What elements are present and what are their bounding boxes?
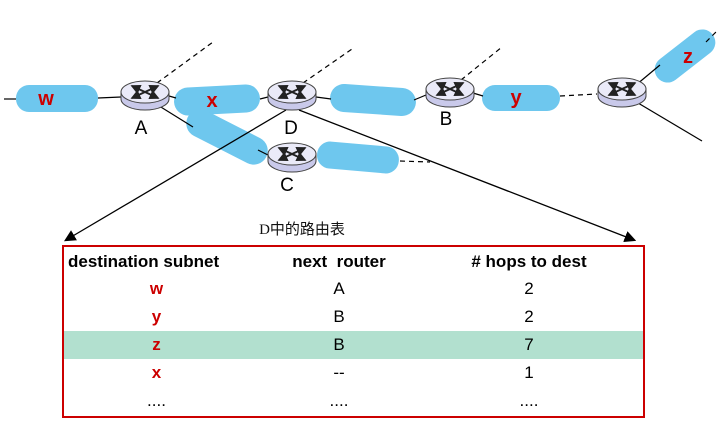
subnet-cloud-w (16, 85, 98, 112)
subnet-cloud-z (654, 29, 716, 83)
router-label-A: A (135, 118, 148, 139)
router-A-icon (121, 81, 169, 110)
link-line (97, 96, 122, 99)
subnet-label-x: x (206, 90, 217, 112)
cell-next-router: .... (329, 391, 349, 410)
routing-table-title: D中的路由表 (259, 222, 345, 238)
link-line (168, 95, 177, 99)
table-header-row: destination subnet next router # hops to… (64, 249, 643, 275)
dashed-link (705, 29, 719, 43)
subnet-cloud-db (330, 83, 416, 117)
subnet-cloud-c-right (317, 141, 399, 174)
dashed-link (399, 160, 431, 163)
cell-hops: 2 (524, 307, 534, 326)
subnet-label-w: w (37, 88, 54, 110)
link-line (472, 92, 484, 97)
routing-table: destination subnet next router # hops to… (62, 245, 645, 418)
subnet-cloud-y (482, 85, 560, 111)
subnet-label-y: y (510, 87, 522, 109)
cell-hops: .... (519, 391, 539, 410)
pointer-arrow-right (298, 109, 637, 243)
cell-destination: z (152, 335, 161, 354)
router-C-icon (268, 143, 316, 172)
table-row: x -- 1 (64, 359, 643, 387)
cell-destination: x (151, 363, 162, 382)
dashed-link (559, 93, 598, 97)
link-line (259, 96, 269, 100)
subnet-label-z: z (683, 46, 693, 68)
link-line (315, 96, 332, 100)
link-line (632, 99, 703, 142)
table-row: w A 2 (64, 275, 643, 303)
cell-next-router: A (333, 279, 345, 298)
dashed-links (156, 29, 719, 163)
dashed-link (302, 48, 353, 84)
cell-destination: .... (147, 391, 166, 410)
link-line (413, 94, 427, 101)
col-header-destination-subnet: destination subnet (68, 252, 220, 271)
router-D-icon (268, 81, 316, 110)
dashed-link (460, 46, 503, 81)
table-row-highlighted: z B 7 (64, 331, 643, 359)
table-row-ellipsis: .... .... .... (64, 387, 643, 415)
router-right-icon (598, 78, 646, 107)
cell-hops: 2 (524, 279, 534, 298)
table-row: y B 2 (64, 303, 643, 331)
router-label-D: D (284, 118, 298, 139)
cell-next-router: -- (333, 363, 345, 382)
router-label-C: C (280, 175, 294, 196)
pointer-arrow-left (63, 109, 287, 242)
cell-destination: w (149, 279, 164, 298)
col-header-next-router: next router (292, 252, 386, 271)
cell-next-router: B (333, 335, 345, 354)
col-header-hops: # hops to dest (471, 252, 587, 271)
cell-hops: 1 (524, 363, 534, 382)
cell-next-router: B (333, 307, 345, 326)
router-label-B: B (440, 109, 453, 130)
cell-hops: 7 (524, 335, 534, 354)
router-B-icon (426, 78, 474, 107)
subnet-cloud-x (174, 84, 260, 116)
link-line (155, 103, 194, 128)
dashed-link (156, 41, 214, 84)
subnet-cloud-ac (186, 109, 268, 165)
cell-destination: y (151, 307, 162, 326)
